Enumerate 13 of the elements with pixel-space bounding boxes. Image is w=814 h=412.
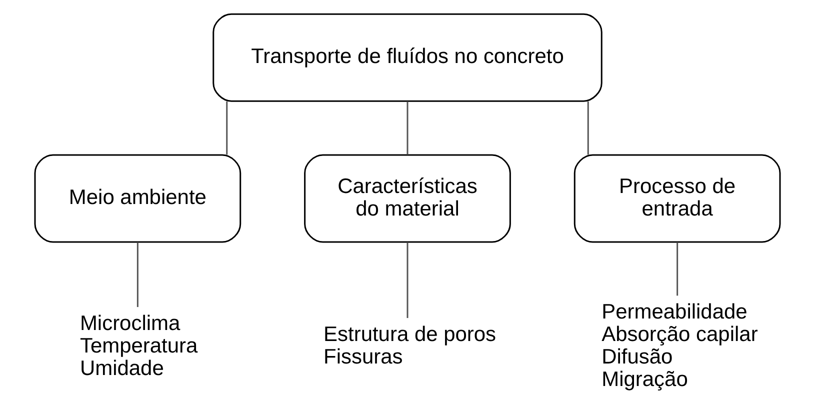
node-box: Meio ambiente (34, 154, 241, 243)
connector (586, 101, 588, 155)
node-text: Permeabilidade Absorção capilar Difusão Migração (601, 300, 758, 392)
node-box: Transporte de fluídos no concreto (212, 13, 602, 102)
connector (136, 242, 138, 308)
connector (226, 101, 228, 155)
node-text: Estrutura de poros Fissuras (323, 323, 496, 369)
connector (406, 101, 408, 155)
node-text: Microclima Temperatura Umidade (79, 312, 198, 380)
connector (406, 242, 408, 318)
connector (676, 242, 678, 296)
node-box: Características do material (304, 154, 510, 243)
node-box: Processo de entrada (573, 154, 780, 243)
